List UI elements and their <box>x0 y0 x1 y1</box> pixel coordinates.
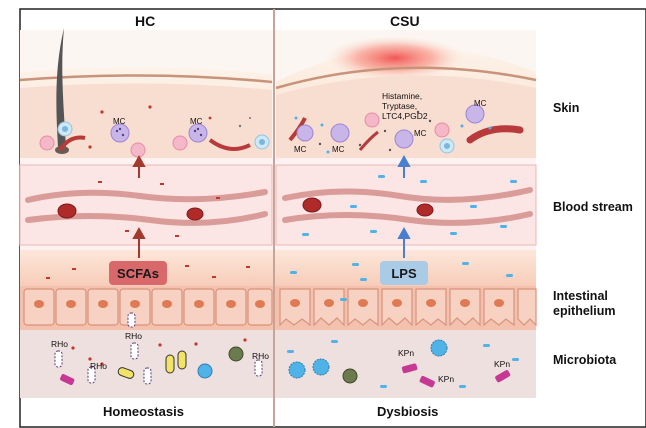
gut-band <box>20 250 537 330</box>
blue-microbe <box>197 363 213 379</box>
scfas-badge: SCFAs <box>117 265 159 281</box>
layer-label-epithelium-2: epithelium <box>553 304 616 318</box>
layer-label-skin: Skin <box>553 101 580 115</box>
mc-label: MC <box>113 117 126 126</box>
column-title-csu: CSU <box>390 13 420 29</box>
skin-cells-right <box>294 104 492 154</box>
kpn-bacteria <box>401 363 511 388</box>
rho-label: RHo <box>51 339 69 349</box>
scfa-arrows <box>132 154 146 258</box>
mc-label: MC <box>190 117 203 126</box>
scfas-badge-bg <box>109 261 167 285</box>
mast-cell <box>188 123 208 143</box>
pink-bacterium <box>60 374 75 386</box>
layer-label-blood: Blood stream <box>553 200 633 214</box>
mediator-histamine: Histamine, <box>382 91 423 101</box>
mast-cell <box>330 123 350 143</box>
mast-cell <box>296 124 314 142</box>
skin-cells-left <box>39 105 270 158</box>
green-microbe <box>228 346 244 362</box>
green-microbe <box>342 368 358 384</box>
microbiota-band <box>20 312 536 398</box>
blood-band <box>19 158 537 250</box>
red-blood-cell <box>302 197 322 213</box>
mediator-ltc4-pgd2: LTC4,PGD2 <box>382 111 428 121</box>
rho-label: RHo <box>90 361 108 371</box>
mast-cell <box>394 129 414 149</box>
kpn-label: KPn <box>438 374 455 384</box>
mc-label: MC <box>414 129 427 138</box>
lps-badge-bg <box>380 261 428 285</box>
red-blood-cell <box>57 203 77 219</box>
mast-cell <box>110 123 130 143</box>
blue-pathogens <box>288 339 448 379</box>
footer-dysbiosis: Dysbiosis <box>377 404 439 419</box>
red-blood-cell <box>186 207 204 221</box>
hair-follicle <box>56 28 66 148</box>
skin-band <box>19 28 537 159</box>
kpn-label: KPn <box>494 359 511 369</box>
layer-label-epithelium-1: Intestinal <box>553 289 608 303</box>
mast-cell <box>465 104 485 124</box>
yellow-bacteria <box>117 350 187 379</box>
column-title-hc: HC <box>135 13 156 29</box>
rho-label: RHo <box>252 351 270 361</box>
lps-arrows <box>397 154 411 258</box>
rho-bacteria <box>54 312 263 385</box>
lps-badge: LPS <box>391 265 417 281</box>
mc-label: MC <box>474 99 487 108</box>
red-blood-cell <box>416 203 434 217</box>
rho-label: RHo <box>125 331 143 341</box>
mc-label: MC <box>332 145 345 154</box>
mc-label: MC <box>294 145 307 154</box>
layer-label-microbiota: Microbiota <box>553 353 617 367</box>
footer-homeostasis: Homeostasis <box>103 404 184 419</box>
mediator-tryptase: Tryptase, <box>382 101 418 111</box>
kpn-label: KPn <box>398 348 415 358</box>
